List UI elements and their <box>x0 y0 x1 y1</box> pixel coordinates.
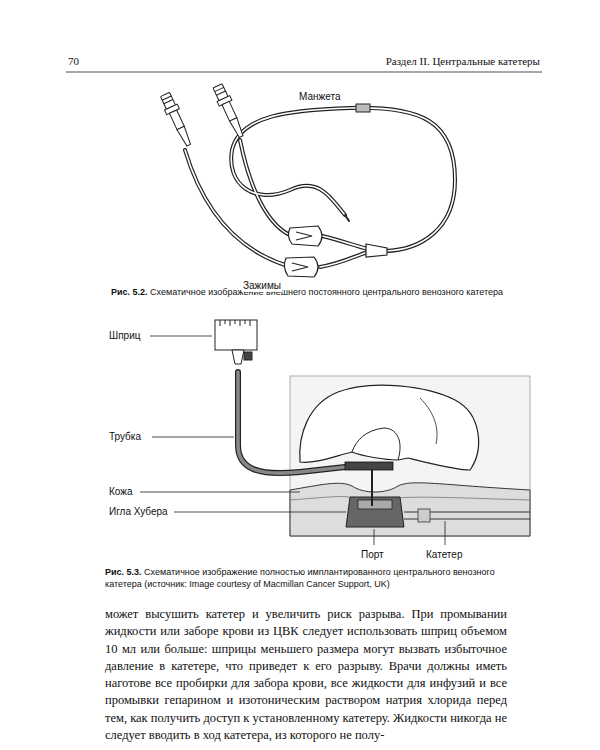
tube-lumen <box>240 140 292 236</box>
leader-line <box>140 492 300 493</box>
part-label: Игла Хубера <box>108 506 169 518</box>
leader-line <box>152 437 234 438</box>
caption-text: Схематичное изображение внешнего постоян… <box>150 287 503 297</box>
leader-line <box>150 336 212 337</box>
catheter-line <box>231 108 455 251</box>
port-septum <box>358 500 392 509</box>
tube-lumen <box>322 236 368 249</box>
hub-thread <box>162 96 171 100</box>
cuff <box>356 104 370 112</box>
hub-thread <box>215 87 224 91</box>
clamp-body <box>288 226 322 246</box>
hub-body <box>169 110 184 130</box>
clamp-jaw <box>296 232 312 240</box>
header-rule <box>66 72 542 73</box>
caption-text: Схематичное изображение полностью имплан… <box>105 567 495 589</box>
hub-thread <box>216 91 225 95</box>
figure-number: Рис. 5.3. <box>105 567 142 577</box>
part-label: Зажимы <box>242 280 282 292</box>
syringe-scale <box>220 320 250 326</box>
hub-taper <box>230 118 245 139</box>
implanted-port-figure <box>140 320 530 545</box>
skin <box>290 483 530 536</box>
syringe-nozzle <box>232 350 244 364</box>
tube-inner <box>185 108 455 267</box>
luer-hub <box>211 83 247 140</box>
part-label: Порт <box>360 549 385 561</box>
figure-caption: Рис. 5.3. Схематичное изображение полнос… <box>105 566 509 590</box>
syringe <box>215 320 257 364</box>
part-label: Кожа <box>108 486 134 498</box>
leader-line <box>374 529 375 545</box>
figure-caption: Рис. 5.2. Схематичное изображение внешне… <box>105 286 509 298</box>
tube-lumen <box>320 252 368 267</box>
leader-lines <box>140 336 445 545</box>
external-catheter <box>185 108 455 267</box>
clamp <box>284 257 318 277</box>
tube-outer <box>185 108 455 267</box>
luer-hub <box>159 91 195 148</box>
body-text: может высушить катетер и увеличить риск … <box>105 606 507 744</box>
tissue-line <box>290 497 530 500</box>
clamp-body <box>284 257 318 277</box>
clamp <box>288 226 322 246</box>
part-label: Манжета <box>298 91 341 103</box>
finger <box>352 428 400 460</box>
leader-line <box>445 521 446 545</box>
extension-tube <box>322 236 368 249</box>
catheter-lock <box>418 509 430 522</box>
syringe-barrel <box>215 320 257 350</box>
part-label: Шприц <box>108 330 141 342</box>
catheter-tip <box>345 215 349 221</box>
extension-tube <box>320 252 368 267</box>
hub-taper <box>177 126 192 147</box>
syringe-tab <box>244 352 252 360</box>
hub-thread <box>164 100 173 104</box>
clamp-jaw <box>292 263 308 271</box>
part-label: Трубка <box>108 431 142 443</box>
paragraph: может высушить катетер и увеличить риск … <box>105 606 507 744</box>
bifurcation-junction <box>366 244 387 257</box>
hand <box>300 385 479 470</box>
figure-number: Рис. 5.2. <box>111 287 148 297</box>
running-header: Раздел II. Центральные катетеры <box>386 55 540 68</box>
extension-tube <box>185 150 288 266</box>
knuckle-line <box>420 398 437 444</box>
tube-lumen <box>231 108 455 251</box>
leader-line <box>174 512 346 513</box>
tube-lumen <box>185 150 288 266</box>
part-label: Катетер <box>425 549 463 561</box>
needle-wing <box>345 462 393 470</box>
port-body <box>346 497 404 527</box>
hub-body <box>222 101 237 121</box>
huber-needle <box>371 468 373 506</box>
page-number: 70 <box>68 55 79 68</box>
